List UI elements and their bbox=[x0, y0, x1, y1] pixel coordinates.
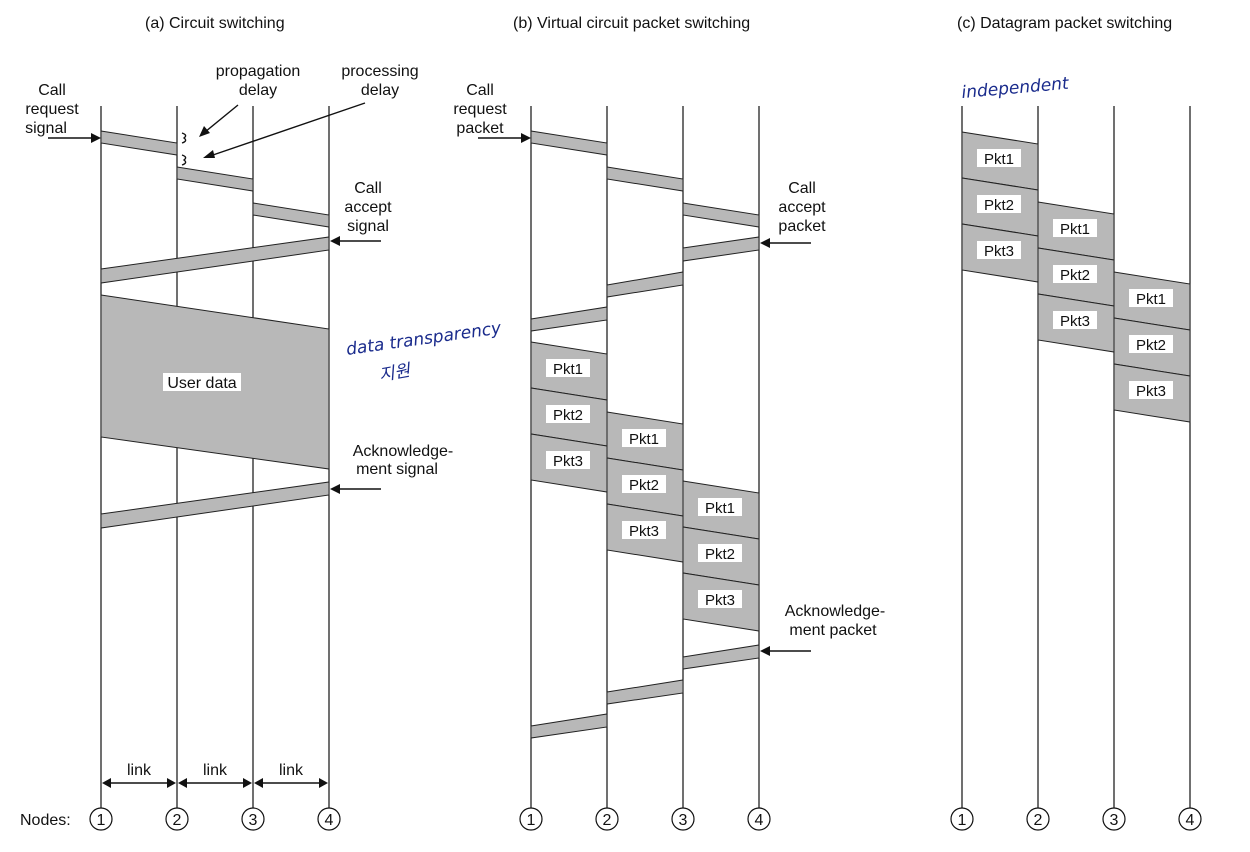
svg-text:3: 3 bbox=[679, 812, 688, 829]
link-label-2: link bbox=[203, 762, 228, 779]
processing-delay-arrowhead bbox=[203, 150, 215, 158]
call-request-band-1 bbox=[100, 130, 178, 156]
svg-text:Pkt1: Pkt1 bbox=[705, 500, 735, 517]
call-accept-band-2 bbox=[606, 271, 684, 298]
svg-text:Pkt2: Pkt2 bbox=[1060, 267, 1090, 284]
ack-band-1 bbox=[682, 644, 760, 670]
svg-text:Pkt3: Pkt3 bbox=[1060, 313, 1090, 330]
handwritten-data-transparency: data transparency bbox=[345, 318, 503, 360]
ack-signal-label-1: Acknowledge- bbox=[353, 443, 454, 460]
svg-text:2: 2 bbox=[1034, 812, 1043, 829]
node-circles-b: 1 2 3 4 bbox=[519, 807, 771, 831]
call-accept-band bbox=[100, 236, 330, 284]
call-request-label-2: request bbox=[25, 101, 79, 118]
call-accept-packet-arrowhead bbox=[760, 238, 770, 248]
processing-delay-label-1: processing bbox=[341, 63, 418, 80]
link-label-3: link bbox=[279, 762, 304, 779]
svg-text:1: 1 bbox=[97, 812, 106, 829]
call-request-band-2 bbox=[176, 166, 254, 192]
svg-text:Pkt3: Pkt3 bbox=[629, 523, 659, 540]
ack-packet-label-1: Acknowledge- bbox=[785, 603, 886, 620]
svg-text:3: 3 bbox=[249, 812, 258, 829]
title-virtual-circuit: (b) Virtual circuit packet switching bbox=[513, 15, 750, 32]
call-accept-band-3 bbox=[530, 306, 608, 332]
svg-text:Pkt2: Pkt2 bbox=[705, 546, 735, 563]
propagation-delay-arrow bbox=[204, 104, 239, 133]
ack-signal-arrowhead bbox=[330, 484, 340, 494]
user-data-label: User data bbox=[167, 375, 236, 392]
call-request-band-1 bbox=[530, 130, 608, 156]
call-accept-arrowhead bbox=[330, 236, 340, 246]
handwritten-note-korean: 지원 bbox=[377, 361, 413, 386]
svg-text:2: 2 bbox=[603, 812, 612, 829]
call-request-label-1: Call bbox=[38, 82, 66, 99]
link-label-1: link bbox=[127, 762, 152, 779]
packet-labels-b: Pkt1 Pkt2 Pkt3 Pkt1 Pkt2 Pkt3 Pkt1 Pkt2 … bbox=[546, 359, 742, 609]
svg-text:Pkt1: Pkt1 bbox=[1136, 291, 1166, 308]
call-request-label-3: signal bbox=[25, 120, 67, 137]
call-request-packet-label-2: request bbox=[453, 101, 507, 118]
svg-text:Pkt3: Pkt3 bbox=[984, 243, 1014, 260]
propagation-delay-label-1: propagation bbox=[216, 63, 301, 80]
call-request-band-3 bbox=[682, 202, 760, 228]
call-accept-packet-label-3: packet bbox=[778, 218, 826, 235]
node-circles-c: 1 2 3 4 bbox=[950, 807, 1202, 831]
call-accept-packet-label-2: accept bbox=[778, 199, 826, 216]
ack-band-3 bbox=[530, 713, 608, 739]
nodes-label: Nodes: bbox=[20, 812, 71, 829]
ack-band-2 bbox=[606, 679, 684, 705]
title-circuit-switching: (a) Circuit switching bbox=[145, 15, 285, 32]
propagation-delay-label-2: delay bbox=[239, 82, 277, 99]
ack-signal-band bbox=[100, 481, 330, 529]
svg-text:4: 4 bbox=[325, 812, 334, 829]
svg-text:4: 4 bbox=[1186, 812, 1195, 829]
call-accept-band-1 bbox=[682, 236, 760, 262]
svg-text:1: 1 bbox=[527, 812, 536, 829]
call-accept-label-2: accept bbox=[344, 199, 392, 216]
link-arrows bbox=[102, 778, 328, 788]
call-accept-packet-label-1: Call bbox=[788, 180, 816, 197]
svg-text:Pkt2: Pkt2 bbox=[629, 477, 659, 494]
svg-text:Pkt2: Pkt2 bbox=[553, 407, 583, 424]
call-request-packet-arrowhead bbox=[521, 133, 531, 143]
panel-virtual-circuit: Pkt1 Pkt2 Pkt3 Pkt1 Pkt2 Pkt3 Pkt1 Pkt2 … bbox=[453, 82, 886, 831]
node-circles-a: 1 2 3 4 bbox=[89, 807, 341, 831]
call-request-packet-label-1: Call bbox=[466, 82, 494, 99]
panel-circuit-switching: User data Call request signal propagatio… bbox=[20, 63, 503, 831]
ack-signal-label-2: ment signal bbox=[356, 461, 438, 478]
call-request-packet-label-3: packet bbox=[456, 120, 504, 137]
ack-packet-label-2: ment packet bbox=[789, 622, 877, 639]
processing-delay-arrow bbox=[209, 102, 366, 157]
svg-text:1: 1 bbox=[958, 812, 967, 829]
panel-datagram: Pkt1 Pkt2 Pkt3 Pkt1 Pkt2 Pkt3 Pkt1 Pkt2 … bbox=[950, 74, 1202, 831]
svg-text:Pkt1: Pkt1 bbox=[629, 431, 659, 448]
call-accept-label-3: signal bbox=[347, 218, 389, 235]
svg-text:Pkt3: Pkt3 bbox=[705, 592, 735, 609]
svg-text:Pkt3: Pkt3 bbox=[1136, 383, 1166, 400]
propagation-brace-icon bbox=[181, 132, 187, 144]
svg-text:4: 4 bbox=[755, 812, 764, 829]
ack-packet-arrowhead bbox=[760, 646, 770, 656]
propagation-delay-arrowhead bbox=[199, 126, 210, 137]
call-accept-label-1: Call bbox=[354, 180, 382, 197]
processing-brace-icon bbox=[181, 154, 187, 166]
handwritten-independent: independent bbox=[961, 74, 1071, 103]
svg-text:Pkt1: Pkt1 bbox=[1060, 221, 1090, 238]
svg-text:Pkt2: Pkt2 bbox=[1136, 337, 1166, 354]
call-request-band-2 bbox=[606, 166, 684, 192]
svg-text:3: 3 bbox=[1110, 812, 1119, 829]
svg-text:Pkt1: Pkt1 bbox=[984, 151, 1014, 168]
svg-text:2: 2 bbox=[173, 812, 182, 829]
svg-text:Pkt3: Pkt3 bbox=[553, 453, 583, 470]
call-request-band-3 bbox=[252, 202, 330, 228]
title-datagram: (c) Datagram packet switching bbox=[957, 15, 1172, 32]
svg-text:Pkt2: Pkt2 bbox=[984, 197, 1014, 214]
packet-labels-c: Pkt1 Pkt2 Pkt3 Pkt1 Pkt2 Pkt3 Pkt1 Pkt2 … bbox=[977, 149, 1173, 400]
call-request-arrowhead bbox=[91, 133, 101, 143]
svg-text:Pkt1: Pkt1 bbox=[553, 361, 583, 378]
processing-delay-label-2: delay bbox=[361, 82, 399, 99]
